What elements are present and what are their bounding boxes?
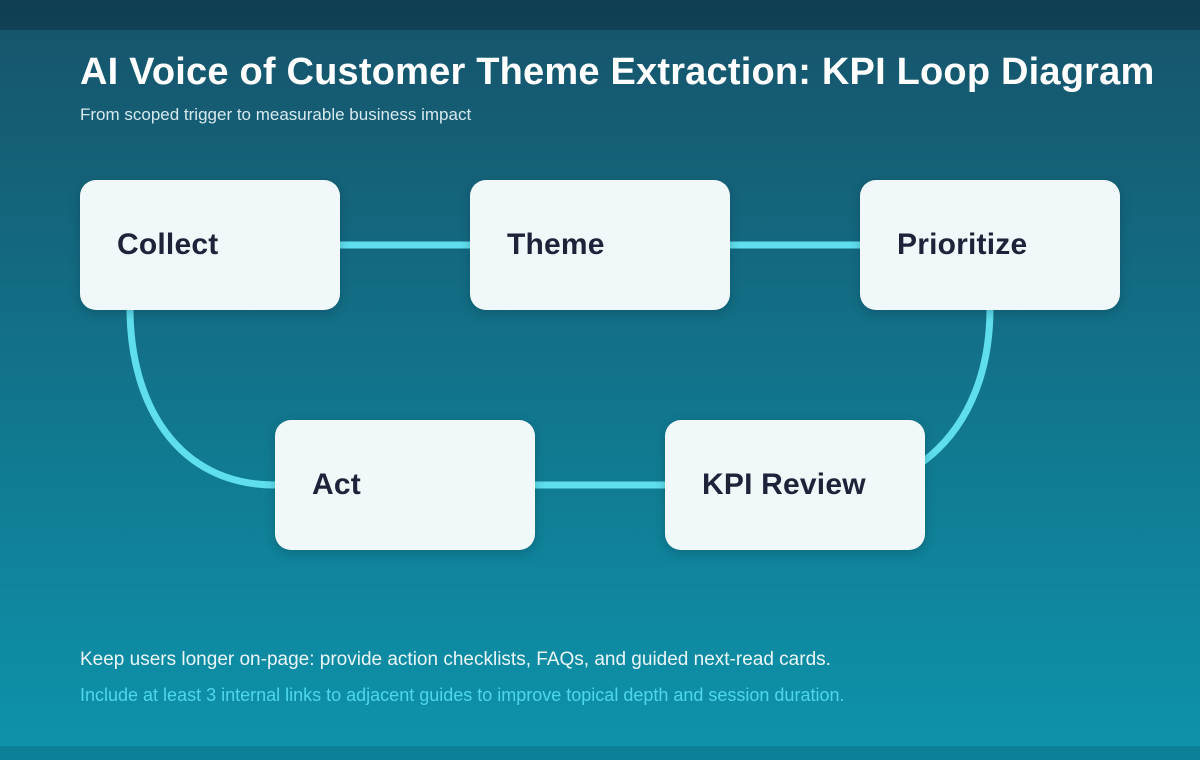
top-letterbox-band — [0, 0, 1200, 30]
node-act-label: Act — [312, 468, 361, 501]
footer-link-hint: Include at least 3 internal links to adj… — [80, 685, 845, 705]
node-prioritize: Prioritize — [860, 180, 1120, 310]
footer-note: Keep users longer on-page: provide actio… — [80, 649, 831, 670]
edge-act-collect — [126, 304, 279, 489]
node-kpi-review-label: KPI Review — [702, 468, 866, 501]
node-act: Act — [275, 420, 535, 550]
node-theme-label: Theme — [507, 228, 605, 261]
node-kpi-review: KPI Review — [665, 420, 925, 550]
node-theme: Theme — [470, 180, 730, 310]
edge-prioritize-kpi-review — [920, 304, 994, 465]
bottom-letterbox-band — [0, 746, 1200, 760]
node-prioritize-label: Prioritize — [897, 228, 1028, 261]
page-title: AI Voice of Customer Theme Extraction: K… — [80, 51, 1155, 93]
page-subtitle: From scoped trigger to measurable busine… — [80, 105, 472, 124]
node-collect-label: Collect — [117, 228, 219, 261]
node-collect: Collect — [80, 180, 340, 310]
